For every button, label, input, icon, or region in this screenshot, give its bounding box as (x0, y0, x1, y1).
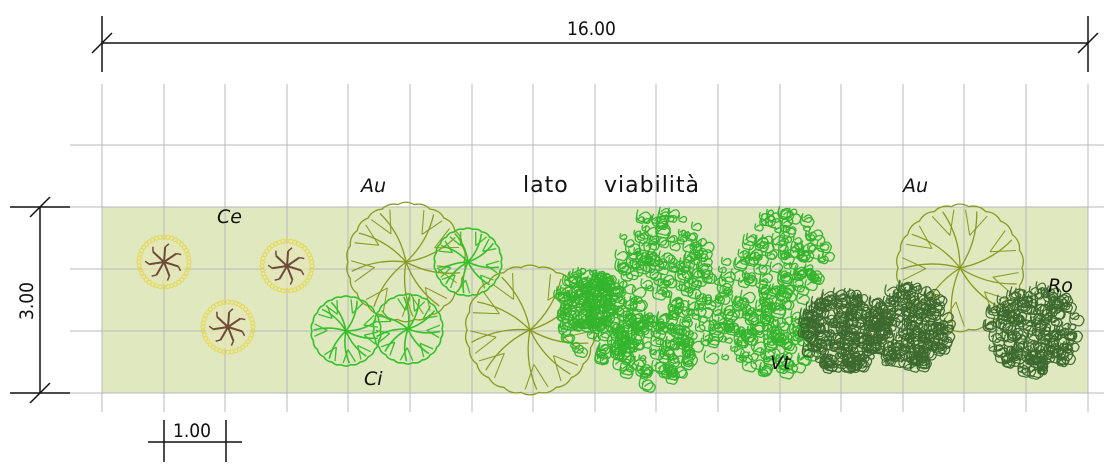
label-ce: Ce (217, 206, 242, 228)
grid-step-dimension (148, 420, 242, 462)
label-au-right: Au (901, 175, 928, 197)
label-au-left: Au (359, 175, 386, 197)
heading-word-viabilita: viabilità (604, 173, 700, 198)
width-dimension (10, 196, 70, 404)
ro-shrubs (797, 279, 1085, 380)
length-dimension (91, 16, 1099, 72)
ci-trees (310, 227, 503, 367)
width-label: 3.00 (16, 282, 38, 320)
grid-step-label: 1.00 (173, 420, 211, 442)
label-vt: Vt (770, 352, 792, 374)
heading-word-lato: lato (523, 173, 569, 198)
ce-shrubs (136, 234, 315, 355)
label-ci: Ci (364, 368, 383, 390)
label-ro: Ro (1048, 275, 1073, 297)
au-tree-left (346, 201, 466, 323)
length-label: 16.00 (567, 18, 616, 40)
vt-shrubs (553, 205, 836, 393)
au-tree-right (895, 203, 1025, 333)
